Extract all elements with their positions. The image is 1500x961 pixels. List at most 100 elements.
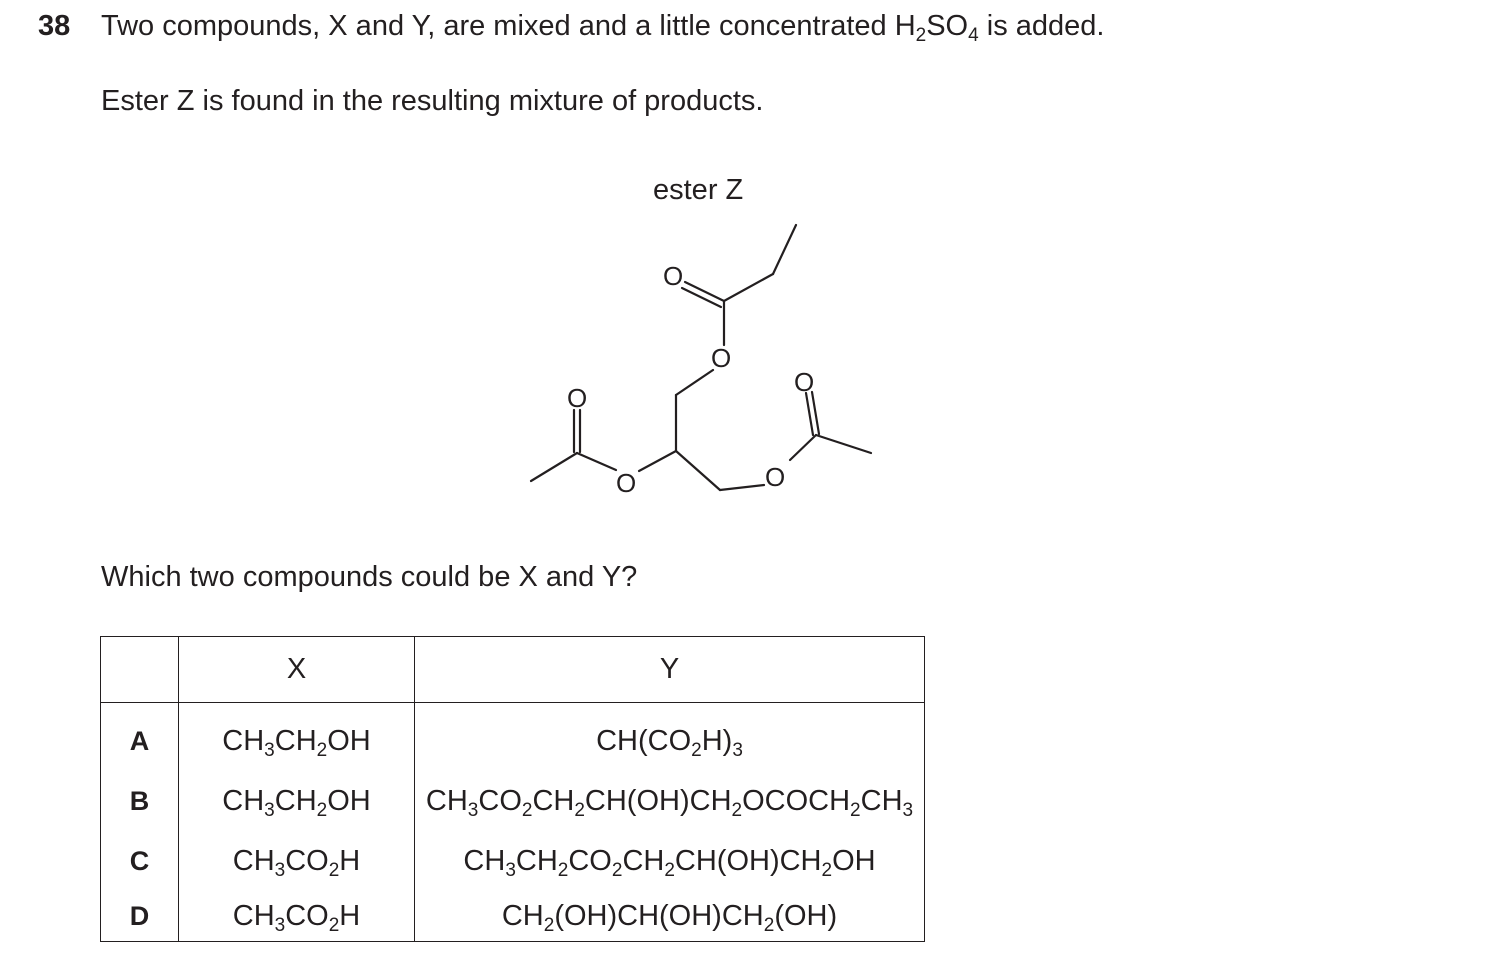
- table-row: C CH3CO2H CH3CH2CO2CH2CH(OH)CH2OH: [100, 831, 925, 891]
- formula-part: CH: [274, 784, 317, 817]
- table-row: A CH3CH2OH CH(CO2H)3: [100, 702, 925, 771]
- oxygen-atom-label: O: [663, 261, 683, 291]
- stem-text: is added.: [978, 10, 1105, 42]
- oxygen-atom-label: O: [567, 383, 587, 413]
- structure-caption: ester Z: [653, 174, 744, 206]
- compound-x-formula: CH3CH2OH: [178, 702, 415, 771]
- formula-subscript: 2: [521, 799, 533, 821]
- bond: [814, 433, 873, 455]
- formula-part: (OH): [774, 899, 838, 932]
- formula-subscript: 3: [274, 859, 286, 881]
- formula-subscript: 3: [902, 799, 914, 821]
- answer-options-table: X Y A CH3CH2OH CH(CO2H)3 B CH3CH2OH CH3C…: [100, 636, 925, 942]
- table-row: B CH3CH2OH CH3CO2CH2CH(OH)CH2OCOCH2CH3: [100, 771, 925, 831]
- formula-part: CH: [515, 844, 558, 877]
- formula-subscript: 2: [574, 799, 585, 821]
- formula-subscript: 2: [821, 859, 833, 881]
- formula-part: CH: [463, 844, 506, 877]
- formula-part: H: [339, 899, 361, 932]
- formula-subscript: 2: [328, 859, 340, 881]
- formula-part: H: [339, 844, 361, 877]
- compound-y-formula: CH3CH2CO2CH2CH(OH)CH2OH: [414, 831, 925, 891]
- formula-subscript: 2: [731, 799, 743, 821]
- formula-part: (OH)CH(OH)CH: [554, 899, 764, 932]
- formula-subscript: 2: [557, 859, 569, 881]
- formula-subscript: 2: [850, 799, 861, 821]
- header-y-cell: Y: [414, 636, 925, 703]
- compound-y-formula: CH(CO2H)3: [414, 702, 925, 771]
- compound-x-formula: CH3CH2OH: [178, 771, 415, 831]
- formula-subscript: 2: [691, 739, 702, 761]
- compound-x-formula: CH3CO2H: [178, 891, 415, 942]
- stem-text: SO: [926, 10, 969, 42]
- header-letter-cell: [100, 636, 179, 703]
- formula-subscript: 3: [467, 799, 479, 821]
- compound-y-formula: CH2(OH)CH(OH)CH2(OH): [414, 891, 925, 942]
- subscript: 2: [915, 25, 927, 46]
- formula-subscript: 2: [316, 799, 328, 821]
- compound-y-formula: CH3CO2CH2CH(OH)CH2OCOCH2CH3: [414, 771, 925, 831]
- bond: [718, 483, 766, 492]
- formula-part: CH: [425, 784, 468, 817]
- table-row: D CH3CO2H CH2(OH)CH(OH)CH2(OH): [100, 891, 925, 942]
- stem-text: Two compounds, X and Y, are mixed and a …: [101, 10, 916, 42]
- bond: [674, 368, 715, 397]
- formula-part: CH: [622, 844, 665, 877]
- table-header-row: X Y: [100, 636, 925, 703]
- bond: [683, 280, 726, 303]
- question-number: 38: [38, 10, 71, 42]
- formula-part: CH: [860, 784, 903, 817]
- formula-subscript: 3: [732, 739, 743, 761]
- formula-subscript: 3: [274, 914, 286, 936]
- question-stem-line-2: Ester Z is found in the resulting mixtur…: [101, 85, 764, 117]
- formula-part: CH: [501, 899, 544, 932]
- oxygen-atom-label: O: [794, 367, 814, 397]
- formula-subscript: 2: [763, 914, 775, 936]
- bond: [529, 451, 579, 483]
- bond: [788, 433, 818, 462]
- formula-part: CH(OH)CH: [584, 784, 732, 817]
- formula-part: CH(CO: [596, 724, 692, 757]
- formula-part: OH: [327, 724, 371, 757]
- formula-part: CH: [232, 899, 275, 932]
- oxygen-atom-label: O: [711, 343, 731, 373]
- bond: [637, 449, 678, 473]
- oxygen-atom-label: O: [616, 468, 636, 498]
- bond: [810, 390, 821, 436]
- formula-part: CH: [222, 784, 265, 817]
- formula-subscript: 2: [611, 859, 623, 881]
- oxygen-atom-label: O: [765, 462, 785, 492]
- formula-part: CO: [285, 844, 329, 877]
- formula-subscript: 2: [328, 914, 340, 936]
- formula-part: H): [701, 724, 733, 757]
- formula-subscript: 3: [505, 859, 516, 881]
- formula-subscript: 2: [543, 914, 555, 936]
- option-letter: B: [100, 771, 179, 831]
- option-letter: A: [100, 702, 179, 771]
- formula-part: CO: [285, 899, 329, 932]
- bond: [674, 449, 722, 492]
- question-stem-line-1: Two compounds, X and Y, are mixed and a …: [101, 10, 1105, 46]
- formula-subscript: 3: [264, 739, 275, 761]
- formula-part: OH: [832, 844, 876, 877]
- formula-part: CH: [274, 724, 317, 757]
- bond: [575, 451, 618, 472]
- bond: [680, 286, 723, 309]
- formula-part: CH: [232, 844, 275, 877]
- ester-z-skeletal-structure: O O O O O O: [529, 223, 873, 498]
- option-letter: D: [100, 891, 179, 942]
- formula-subscript: 2: [664, 859, 675, 881]
- formula-part: OCOCH: [742, 784, 851, 817]
- formula-part: CO: [568, 844, 612, 877]
- header-x-cell: X: [178, 636, 415, 703]
- compound-x-formula: CH3CO2H: [178, 831, 415, 891]
- bond: [771, 223, 798, 276]
- option-letter: C: [100, 831, 179, 891]
- subscript: 4: [968, 25, 979, 46]
- formula-part: CH: [532, 784, 575, 817]
- formula-subscript: 2: [316, 739, 328, 761]
- formula-part: CH: [222, 724, 265, 757]
- formula-part: OH: [327, 784, 371, 817]
- formula-subscript: 3: [264, 799, 275, 821]
- question-prompt: Which two compounds could be X and Y?: [101, 561, 638, 593]
